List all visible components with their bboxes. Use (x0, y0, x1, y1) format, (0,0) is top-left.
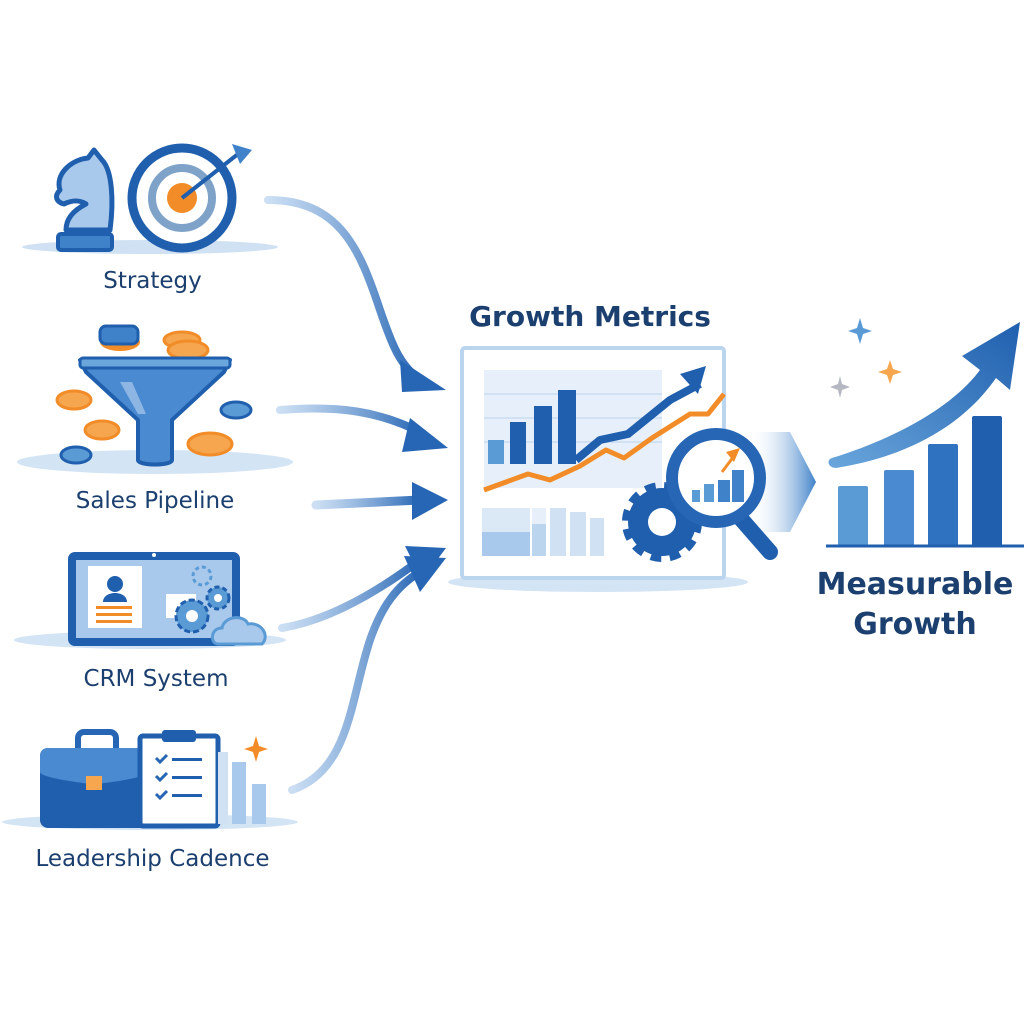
input-label-strategy: Strategy (103, 268, 202, 294)
target-arrow-icon (127, 143, 252, 253)
coins-icon (55, 324, 253, 465)
arrow-strategy-to-hub (264, 196, 446, 392)
arrow-crm-straight-to-hub (311, 482, 448, 520)
sparkle-icon (830, 318, 902, 398)
hub-growth-metrics: Growth Metrics (440, 290, 780, 600)
funnel-icon (78, 356, 232, 467)
arrow-pipeline-to-hub (276, 404, 448, 452)
arrow-hub-to-output (748, 432, 816, 532)
rising-bar-chart-icon (826, 416, 1024, 548)
input-label-sales-pipeline: Sales Pipeline (75, 488, 235, 514)
checklist-clipboard-icon (137, 730, 221, 829)
magnifier-icon (666, 428, 778, 560)
hub-title: Growth Metrics (469, 300, 711, 333)
sparkle-icon (244, 736, 268, 762)
gears-icon (174, 565, 231, 634)
input-leadership-cadence: Leadership Cadence (0, 710, 300, 890)
up-arrow-icon (828, 322, 1020, 468)
output-label-line1: Measurable (816, 567, 1014, 602)
bar-chart-icon (218, 752, 266, 824)
output-label-line2: Growth (853, 607, 977, 642)
dashboard-chart-icon (460, 346, 726, 580)
arrow-leadership-to-hub (288, 556, 446, 794)
input-strategy: Strategy (0, 130, 300, 310)
input-sales-pipeline: Sales Pipeline (0, 310, 300, 530)
briefcase-icon (40, 729, 148, 828)
cloud-icon (211, 616, 267, 646)
input-crm-system: CRM System (0, 540, 300, 710)
input-label-leadership-cadence: Leadership Cadence (35, 846, 270, 872)
chess-knight-icon (54, 147, 115, 252)
input-label-crm-system: CRM System (83, 666, 229, 692)
output-measurable-growth: Measurable Growth (810, 300, 1024, 660)
